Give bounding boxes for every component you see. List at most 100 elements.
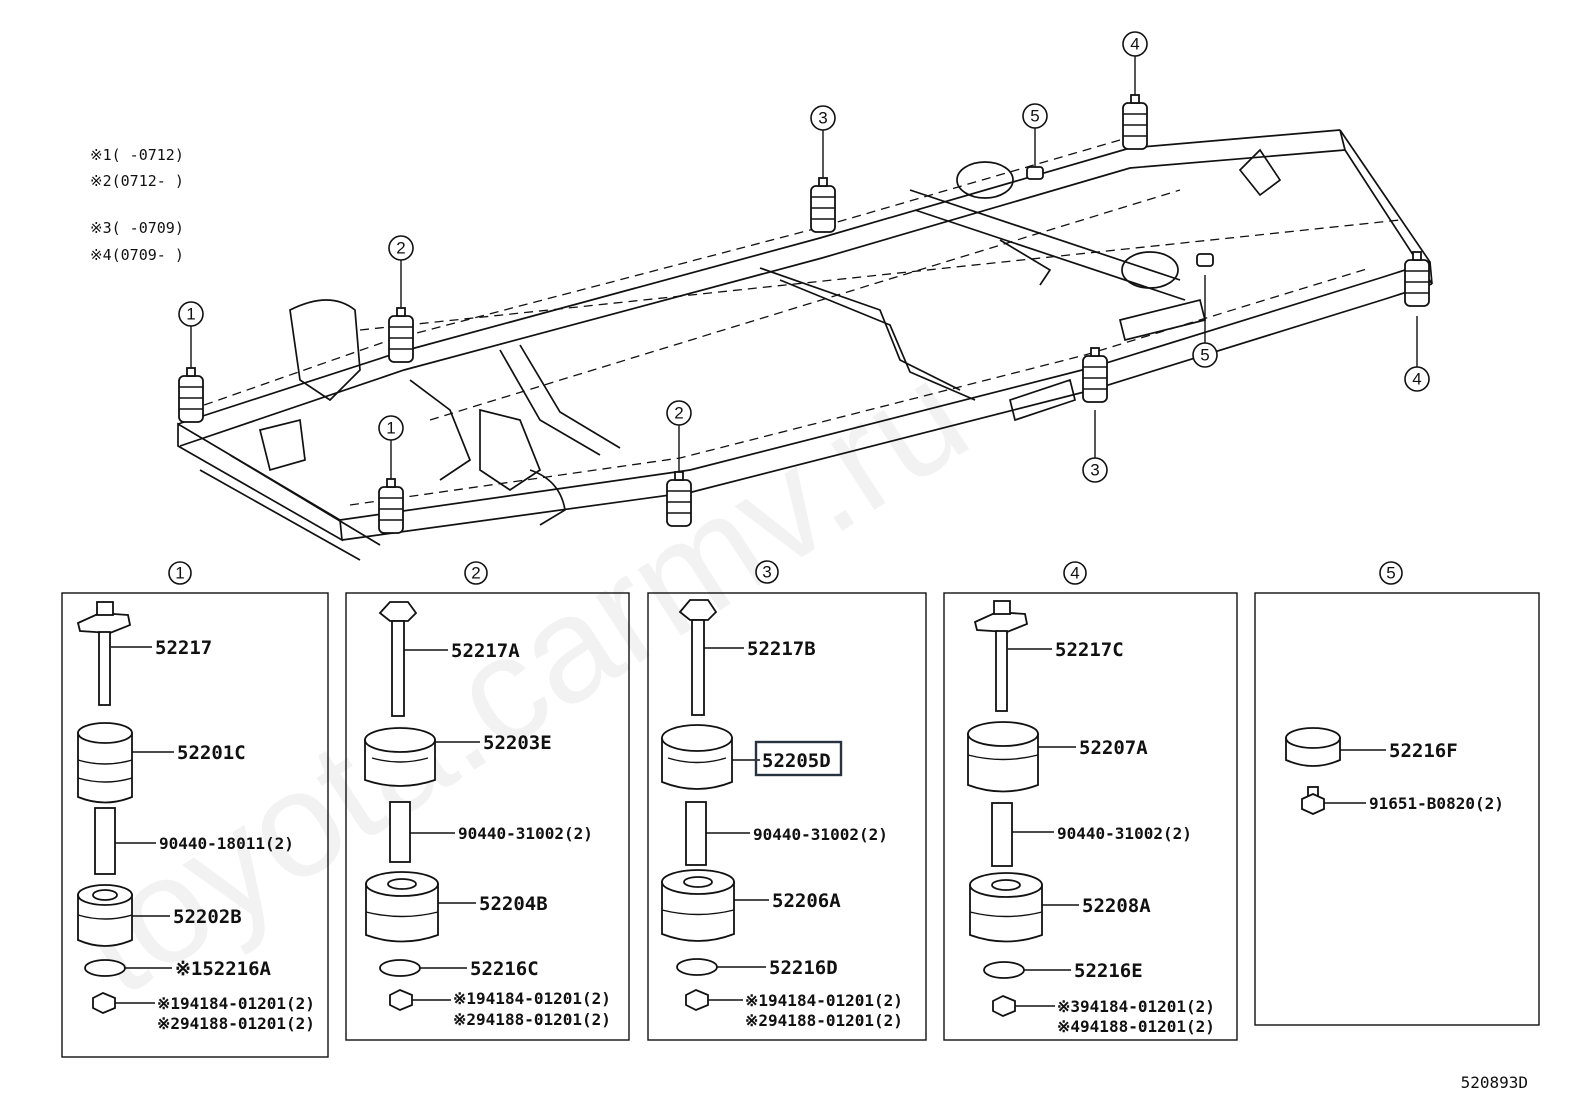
panel-1-callout[interactable]: 1 — [168, 561, 192, 585]
part-52217C[interactable]: 52217C — [973, 600, 1124, 712]
frame-callout-5a[interactable]: 5 — [1022, 103, 1048, 129]
svg-text:2: 2 — [471, 564, 480, 583]
label-94188-3: ※294188-01201(2) — [745, 1011, 903, 1030]
part-52216F[interactable]: 52216F — [1285, 727, 1458, 767]
panel-4-border — [943, 592, 1238, 1041]
highlight-box — [754, 740, 843, 777]
part-nut-94184-3[interactable]: ※194184-01201(2) ※294188-01201(2) — [685, 989, 903, 1030]
frame-callout-1a[interactable]: 1 — [178, 301, 204, 327]
mount-4a — [1122, 56, 1148, 150]
part-90440-31002-b[interactable]: 90440-31002(2) — [685, 801, 888, 866]
svg-text:2: 2 — [674, 404, 683, 423]
part-91651-B0820[interactable]: 91651-B0820(2) — [1301, 786, 1504, 815]
part-52216E[interactable]: 52216E — [983, 960, 1143, 982]
panel-2-border — [345, 592, 630, 1041]
label-94188-4: ※494188-01201(2) — [1057, 1017, 1215, 1036]
note-3: ※3( -0709) — [90, 219, 184, 237]
svg-text:2: 2 — [396, 239, 405, 258]
frame-callout-3b[interactable]: 3 — [1082, 457, 1108, 483]
part-nut-94184-4[interactable]: ※394184-01201(2) ※494188-01201(2) — [992, 995, 1215, 1036]
label-52201C: 52201C — [177, 742, 246, 764]
part-52207A[interactable]: 52207A — [967, 721, 1148, 793]
panel-4-callout[interactable]: 4 — [1063, 561, 1087, 585]
note-4: ※4(0709- ) — [90, 246, 184, 264]
notes: ※1( -0712) ※2(0712- ) ※3( -0709) ※4(0709… — [90, 146, 184, 264]
label-94188-1: ※294188-01201(2) — [157, 1014, 315, 1033]
svg-text:1: 1 — [186, 305, 195, 324]
part-52217B[interactable]: 52217B — [678, 599, 816, 716]
svg-text:3: 3 — [1090, 461, 1099, 480]
label-90440-18011: 90440-18011(2) — [159, 834, 294, 853]
svg-text:1: 1 — [175, 564, 184, 583]
frame-callout-2a[interactable]: 2 — [388, 235, 414, 261]
svg-text:5: 5 — [1030, 107, 1039, 126]
label-52217C: 52217C — [1055, 639, 1124, 661]
label-52216F: 52216F — [1389, 740, 1458, 762]
mount-3a — [810, 130, 836, 233]
label-52216A: ※152216A — [175, 958, 272, 980]
part-52208A[interactable]: 52208A — [969, 872, 1151, 943]
label-52217A: 52217A — [451, 640, 520, 662]
mount-4b — [1404, 251, 1430, 367]
label-52203E: 52203E — [483, 732, 552, 754]
label-52204B: 52204B — [479, 893, 548, 915]
mount-2b — [666, 425, 692, 527]
frame-callout-1b[interactable]: 1 — [378, 415, 404, 441]
mount-5b — [1196, 253, 1214, 343]
detail-panels: 1 2 3 4 5 52217 52201C 9 — [61, 560, 1540, 1058]
part-52216D[interactable]: 52216D — [676, 957, 838, 979]
note-1: ※1( -0712) — [90, 146, 184, 164]
part-52201C[interactable]: 52201C — [77, 722, 246, 804]
frame-callout-3a[interactable]: 3 — [810, 105, 836, 131]
part-nut-94184-2[interactable]: ※194184-01201(2) ※294188-01201(2) — [389, 989, 611, 1029]
frame-callout-4b[interactable]: 4 — [1404, 366, 1430, 392]
mount-1a — [178, 326, 204, 423]
panel-3-callout[interactable]: 3 — [755, 560, 779, 584]
panel-3-parts: 52217B 52205D 90440-31002(2) — [661, 599, 903, 1030]
panel-2-callout[interactable]: 2 — [464, 561, 488, 585]
part-52202B[interactable]: 52202B — [77, 884, 242, 947]
svg-text:4: 4 — [1412, 370, 1421, 389]
svg-text:1: 1 — [386, 419, 395, 438]
label-52207A: 52207A — [1079, 737, 1148, 759]
label-90440-31002-c: 90440-31002(2) — [1057, 824, 1192, 843]
label-94184-1: ※194184-01201(2) — [157, 994, 315, 1013]
part-90440-31002-a[interactable]: 90440-31002(2) — [389, 801, 593, 863]
mount-1b — [378, 440, 404, 534]
part-52203E[interactable]: 52203E — [364, 727, 552, 787]
part-52217[interactable]: 52217 — [76, 601, 212, 706]
part-90440-18011[interactable]: 90440-18011(2) — [94, 807, 294, 875]
part-52205D[interactable]: 52205D — [661, 724, 843, 790]
part-nut-94184[interactable]: ※194184-01201(2) ※294188-01201(2) — [92, 992, 315, 1033]
panel-2-parts: 52217A 52203E 90440-31002(2) 52204B — [364, 601, 611, 1029]
svg-text:3: 3 — [762, 563, 771, 582]
part-52206A[interactable]: 52206A — [661, 869, 841, 942]
part-90440-31002-c[interactable]: 90440-31002(2) — [991, 802, 1192, 867]
frame-callout-5b[interactable]: 5 — [1192, 342, 1218, 368]
frame-callouts: 1 1 2 2 3 3 4 4 5 5 — [178, 31, 1430, 483]
label-52202B: 52202B — [173, 906, 242, 928]
part-52204B[interactable]: 52204B — [365, 871, 548, 943]
label-90440-31002-a: 90440-31002(2) — [458, 824, 593, 843]
frame-callout-4a[interactable]: 4 — [1122, 31, 1148, 57]
label-94184-4: ※394184-01201(2) — [1057, 997, 1215, 1016]
label-52216D: 52216D — [769, 957, 838, 979]
label-52217: 52217 — [155, 637, 212, 659]
label-52208A: 52208A — [1082, 895, 1151, 917]
svg-text:5: 5 — [1200, 346, 1209, 365]
mount-2a — [388, 260, 414, 363]
mount-5a — [1026, 128, 1044, 180]
panel-4-parts: 52217C 52207A 90440-31002(2) 52208A — [967, 600, 1215, 1036]
note-2: ※2(0712- ) — [90, 172, 184, 190]
part-52216C[interactable]: 52216C — [379, 958, 539, 980]
label-91651-B0820: 91651-B0820(2) — [1369, 794, 1504, 813]
frame-callout-2b[interactable]: 2 — [666, 400, 692, 426]
label-94188-2: ※294188-01201(2) — [453, 1010, 611, 1029]
label-94184-3: ※194184-01201(2) — [745, 991, 903, 1010]
panel-5-callout[interactable]: 5 — [1379, 561, 1403, 585]
label-52216E: 52216E — [1074, 960, 1143, 982]
part-52217A[interactable]: 52217A — [378, 601, 520, 717]
part-52216A[interactable]: ※152216A — [84, 958, 272, 980]
panel-1-parts: 52217 52201C 90440-18011(2) 52202B — [76, 601, 315, 1033]
